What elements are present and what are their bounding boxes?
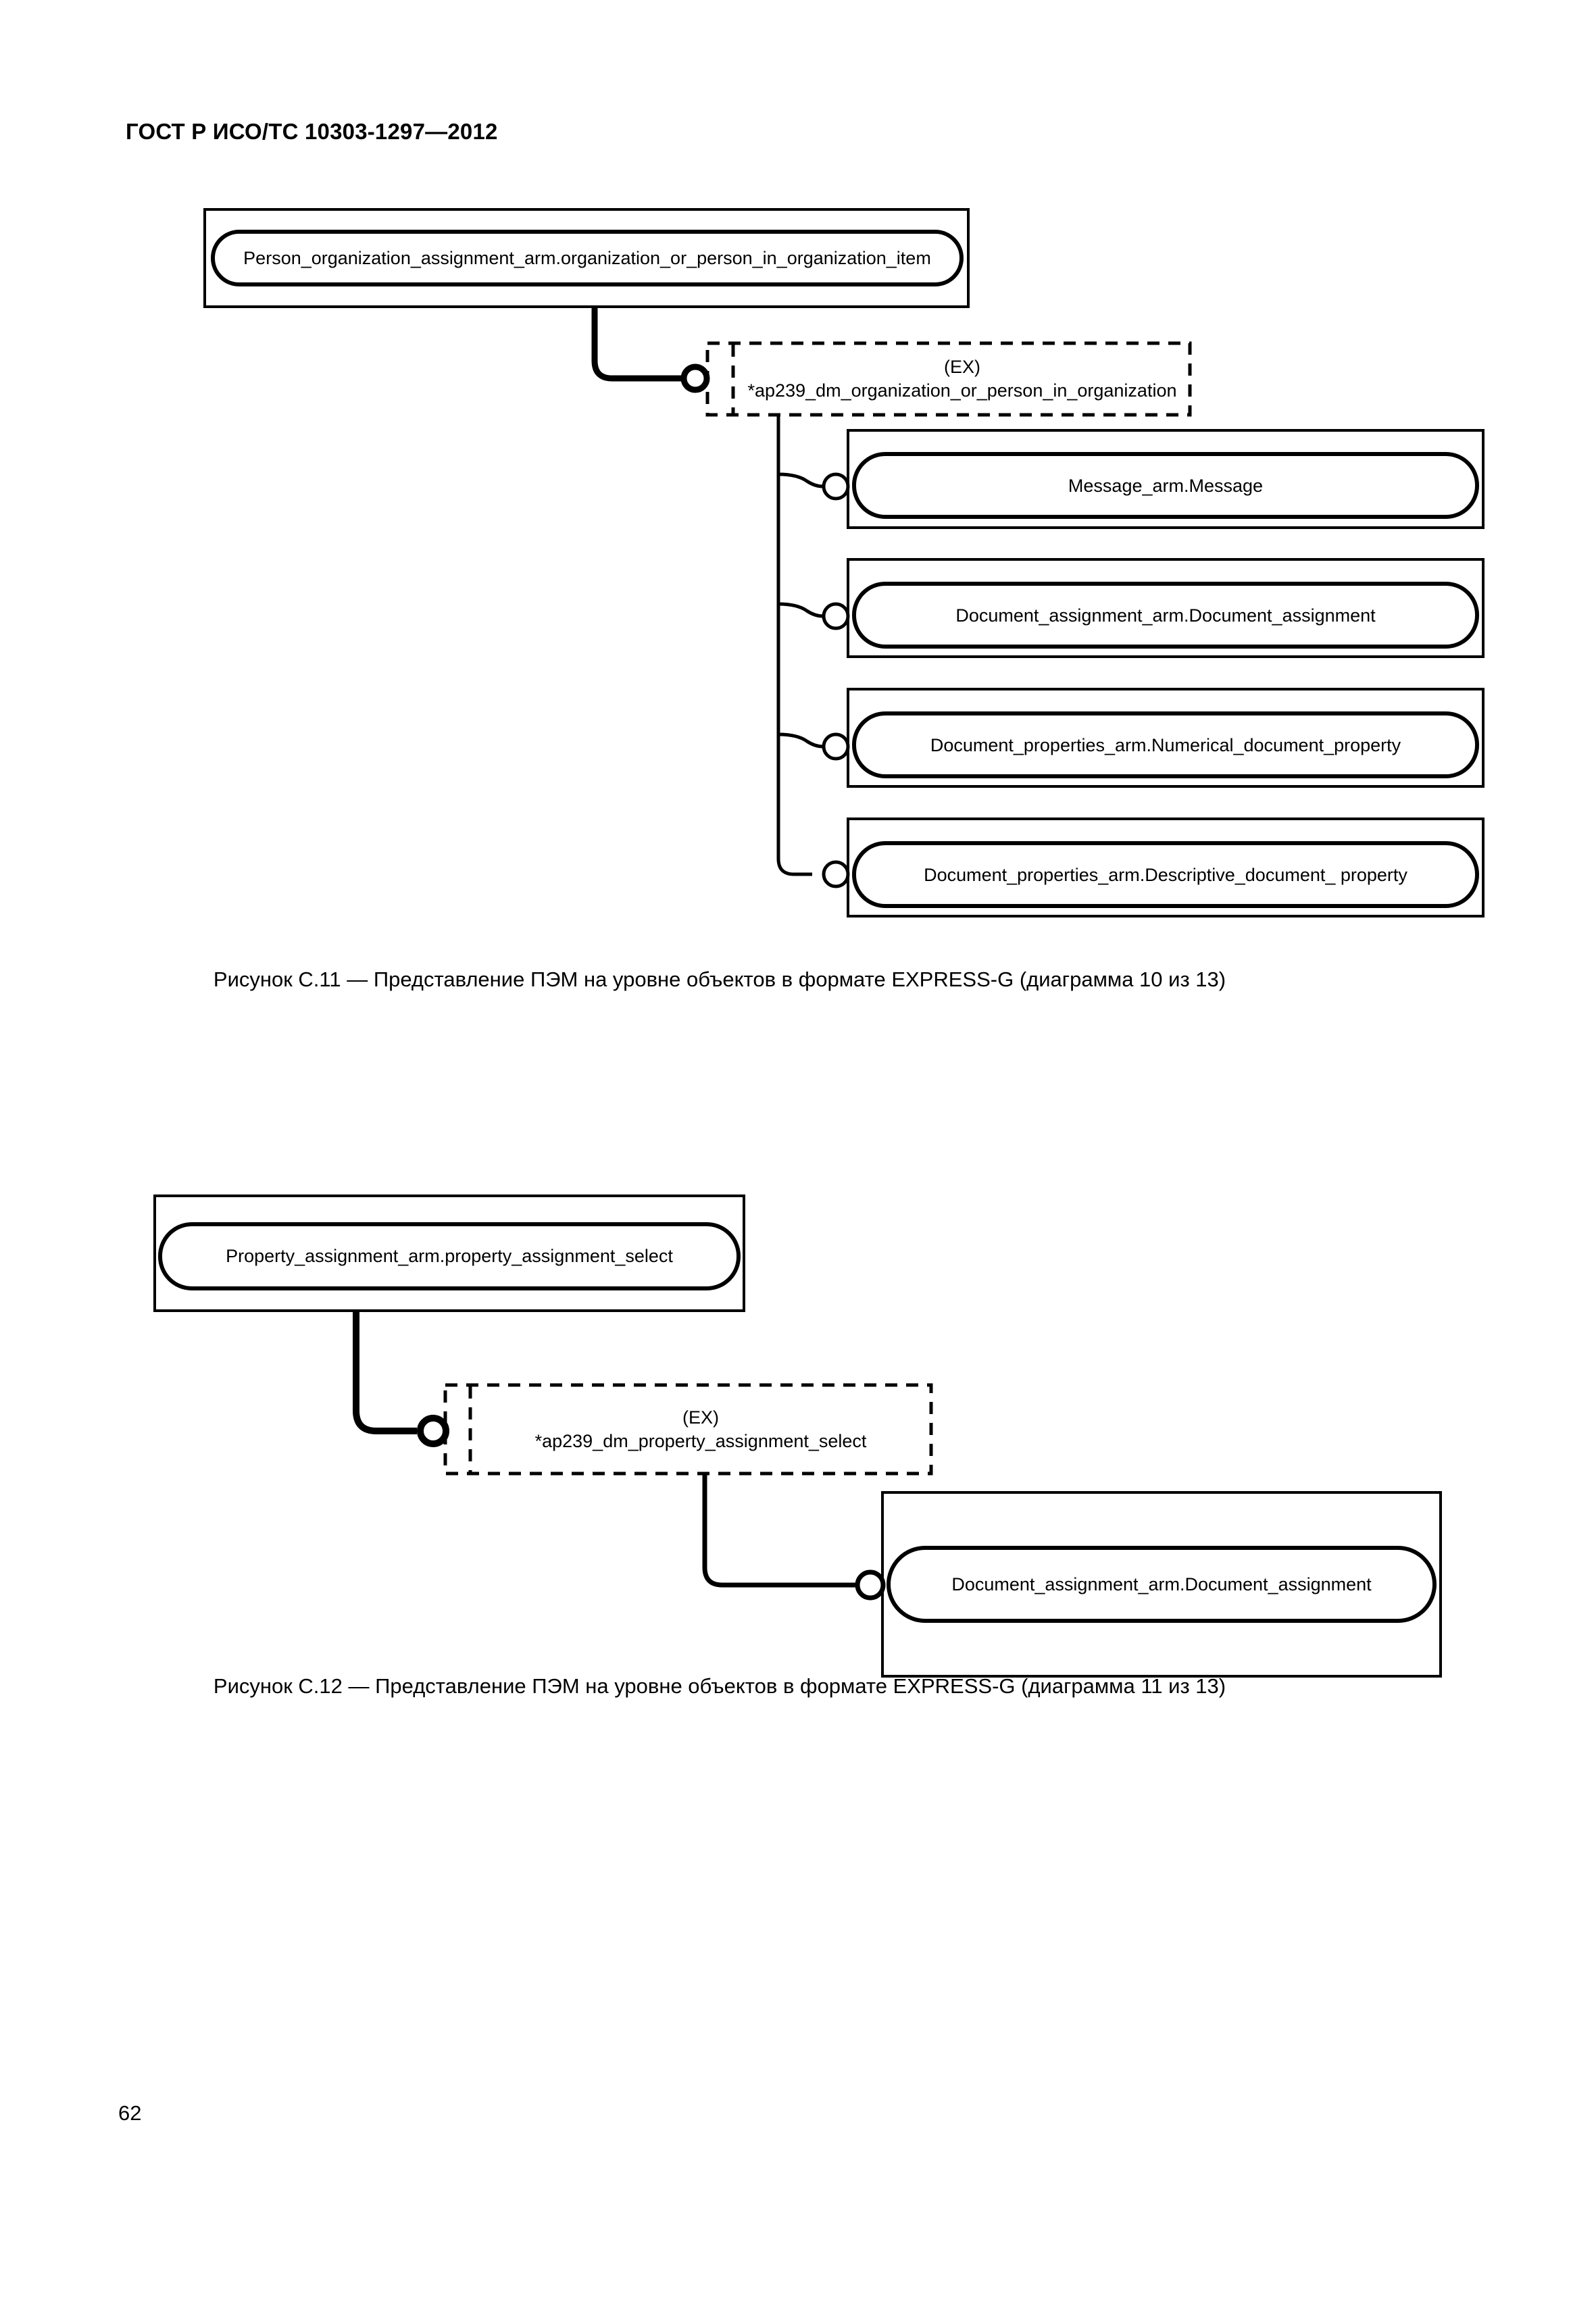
express-g-diagram-c12: Property_assignment_arm.property_assignm… <box>153 1194 1442 1678</box>
connector-root-to-ex <box>591 307 682 382</box>
connector-trunk-ex <box>776 415 812 876</box>
figure-caption-c12: Рисунок С.12 — Представление ПЭМ на уров… <box>213 1674 1226 1698</box>
schema-frame-child-3 <box>847 688 1485 788</box>
figure-caption-c11: Рисунок С.11 — Представление ПЭМ на уров… <box>213 967 1226 991</box>
schema-frame-child-4 <box>847 818 1485 917</box>
entity-box-child-2 <box>852 582 1479 649</box>
ex-box-frame <box>705 341 1192 417</box>
schema-frame-child-2 <box>847 558 1485 658</box>
connector-circle-root-ex-c12 <box>417 1415 449 1447</box>
connector-root-to-ex-c12 <box>353 1311 417 1434</box>
entity-box-child-1 <box>852 452 1479 519</box>
connector-circle-child-1-c12 <box>855 1569 886 1601</box>
schema-frame-child-1 <box>847 429 1485 529</box>
schema-frame-child-1-c12 <box>881 1491 1442 1678</box>
connector-branch-1 <box>778 472 824 488</box>
select-box-root <box>211 230 964 286</box>
schema-frame-root-c12 <box>153 1194 745 1312</box>
select-box-root-c12 <box>158 1222 741 1290</box>
connector-branch-2 <box>778 602 824 618</box>
document-header: ГОСТ Р ИСО/ТС 10303-1297—2012 <box>126 119 498 144</box>
schema-frame-root <box>203 208 970 308</box>
ex-box-frame-c12 <box>443 1383 933 1476</box>
entity-box-child-4 <box>852 841 1479 908</box>
entity-box-child-1-c12 <box>887 1546 1437 1623</box>
entity-box-child-3 <box>852 711 1479 778</box>
connector-trunk-ex-c12 <box>702 1474 855 1588</box>
page-number: 62 <box>118 2101 142 2125</box>
connector-branch-3 <box>778 732 824 749</box>
